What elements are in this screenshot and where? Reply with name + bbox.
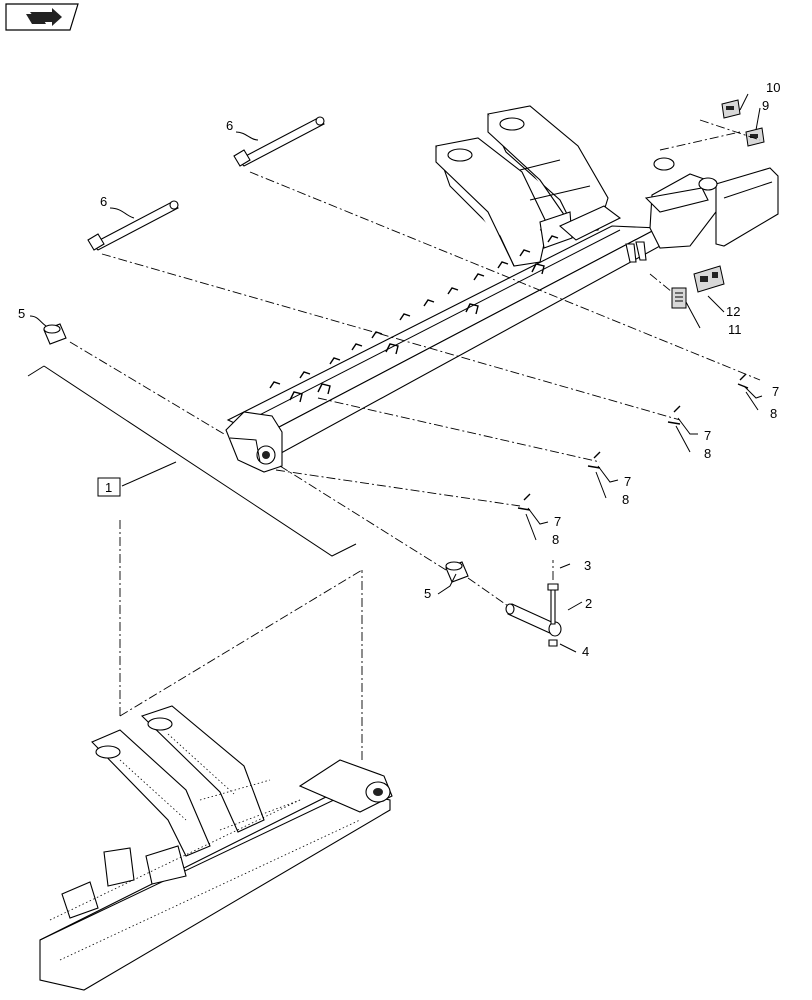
callout-leaders xyxy=(29,93,763,653)
beam-mounting-tabs xyxy=(269,235,559,403)
section-reference-lines xyxy=(27,365,357,557)
callout-6-lower[interactable]: 6 xyxy=(100,194,107,209)
pin-clip-set-2 xyxy=(667,405,681,425)
pin-clip-set-4 xyxy=(517,493,531,511)
callout-7-a[interactable]: 7 xyxy=(772,384,779,399)
pin-2 xyxy=(505,603,562,637)
callout-8-a[interactable]: 8 xyxy=(770,406,777,421)
callout-10[interactable]: 10 xyxy=(766,80,780,95)
bushing-5-left xyxy=(43,323,67,345)
navigation-button[interactable] xyxy=(5,3,79,31)
shaft-6-lower xyxy=(87,200,179,251)
pin-clip-set-1 xyxy=(737,373,749,389)
alignment-lines xyxy=(69,119,761,760)
decal-9 xyxy=(745,127,765,147)
callout-5-lower[interactable]: 5 xyxy=(424,586,431,601)
callout-1-box[interactable] xyxy=(97,477,121,497)
callout-7-d[interactable]: 7 xyxy=(554,514,561,529)
lower-frame-detail xyxy=(39,705,393,991)
callout-2[interactable]: 2 xyxy=(585,596,592,611)
callout-8-d[interactable]: 8 xyxy=(552,532,559,547)
callout-7-b[interactable]: 7 xyxy=(704,428,711,443)
callout-8-c[interactable]: 8 xyxy=(622,492,629,507)
decal-11 xyxy=(671,287,687,309)
callout-4[interactable]: 4 xyxy=(582,644,589,659)
bolt-3 xyxy=(547,583,559,625)
shaft-6-upper xyxy=(233,116,325,167)
callout-8-b[interactable]: 8 xyxy=(704,446,711,461)
pin-clip-set-3 xyxy=(587,451,601,469)
decal-10 xyxy=(721,99,741,119)
navigation-arrow-icon xyxy=(26,8,62,26)
callout-5-upper[interactable]: 5 xyxy=(18,306,25,321)
callout-1[interactable]: 1 xyxy=(105,480,112,495)
callout-labels: 1 2 3 4 5 5 6 6 7 8 7 8 7 8 7 8 9 10 11 … xyxy=(18,80,780,659)
decal-12 xyxy=(693,265,725,293)
callout-6-upper[interactable]: 6 xyxy=(226,118,233,133)
callout-12[interactable]: 12 xyxy=(726,304,740,319)
callout-7-c[interactable]: 7 xyxy=(624,474,631,489)
bushing-5-lower xyxy=(445,561,469,583)
callout-11[interactable]: 11 xyxy=(728,322,742,337)
nut-4 xyxy=(548,639,558,647)
main-frame-assembly xyxy=(225,105,779,473)
callout-3[interactable]: 3 xyxy=(584,558,591,573)
callout-9[interactable]: 9 xyxy=(762,98,769,113)
